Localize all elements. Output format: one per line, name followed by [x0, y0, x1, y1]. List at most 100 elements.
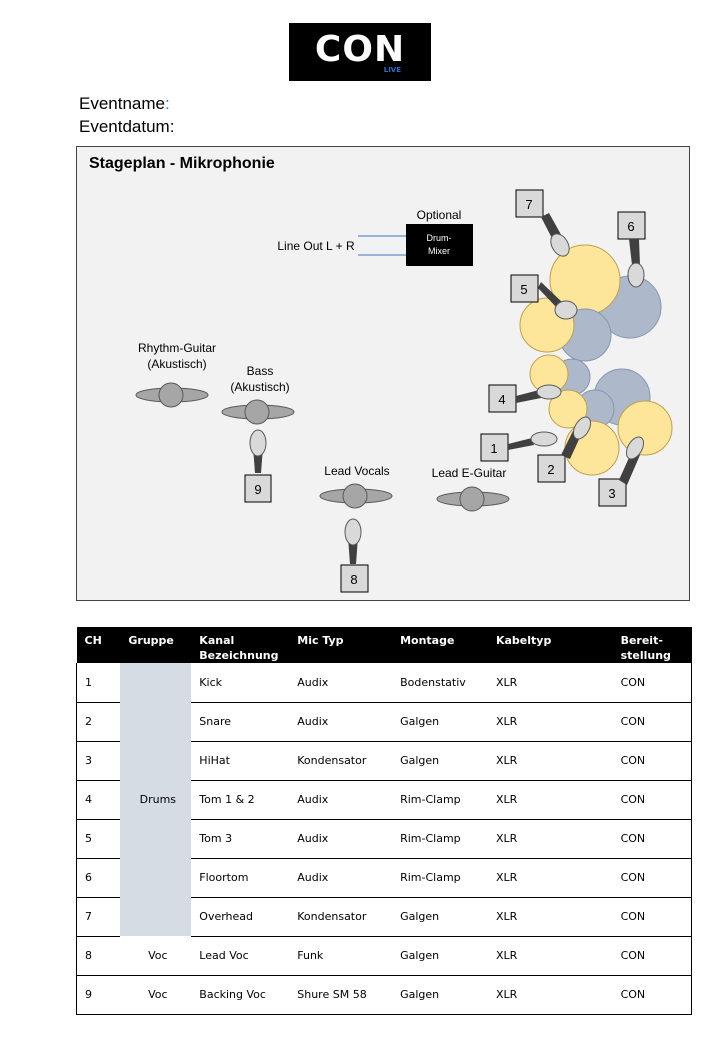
cell-kabel: XLR — [487, 780, 613, 820]
event-name-label: Eventname — [79, 94, 165, 113]
cell-kabel: XLR — [487, 819, 613, 859]
table-row: 1 Drums Kick Audix Bodenstativ XLR CON — [76, 663, 692, 936]
cell-bereit: CON — [612, 897, 692, 937]
rhythm-guitar-label-1: Rhythm-Guitar — [138, 341, 216, 355]
mic-3-tag — [598, 478, 627, 507]
cell-montage: Rim-Clamp — [392, 858, 488, 898]
cell-mic: Funk — [289, 936, 393, 976]
table-row: 6 Floortom Audix Rim-Clamp XLR CON — [76, 858, 692, 898]
cell-montage: Rim-Clamp — [392, 819, 488, 859]
lead-vocals-label: Lead Vocals — [324, 464, 389, 478]
event-date-label: Eventdatum: — [79, 117, 175, 136]
cell-ch: 2 — [76, 702, 121, 742]
table-row: 5 Tom 3 Audix Rim-Clamp XLR CON — [76, 819, 692, 859]
cell-ch: 9 — [76, 975, 121, 1015]
mic-6-stand — [629, 239, 640, 265]
cell-kanal: Backing Voc — [191, 975, 290, 1015]
mic-8-number: 8 — [350, 572, 357, 587]
table-row: 4 Tom 1 & 2 Audix Rim-Clamp XLR CON — [76, 780, 692, 820]
mic-1-stand — [508, 438, 534, 450]
stage-plan: Stageplan - Mikrophonie Optional Drum- M… — [76, 146, 690, 601]
cell-bereit: CON — [612, 858, 692, 898]
cell-group-drums: Drums — [120, 663, 192, 936]
cell-montage: Galgen — [392, 897, 488, 937]
cell-kanal: Lead Voc — [191, 936, 290, 976]
cell-kanal: Floortom — [191, 858, 290, 898]
cell-bereit: CON — [612, 780, 692, 820]
con-live-logo: CON LIVE — [289, 23, 431, 81]
mic-1-tag — [480, 433, 509, 462]
cell-mic: Audix — [289, 780, 393, 820]
drum-mixer-label-2: Mixer — [428, 246, 450, 256]
cell-kabel: XLR — [487, 702, 613, 742]
logo-text: CON — [314, 29, 406, 70]
rhythm-guitar-label-2: (Akustisch) — [147, 357, 206, 371]
cell-montage: Galgen — [392, 936, 488, 976]
mic-8-tag — [340, 564, 369, 593]
cell-kabel: XLR — [487, 936, 613, 976]
cell-bereit: CON — [612, 936, 692, 976]
mic-5-number: 5 — [520, 282, 527, 297]
cell-kabel: XLR — [487, 897, 613, 937]
lead-e-guitar-label: Lead E-Guitar — [432, 466, 507, 480]
cell-group: Voc — [120, 975, 192, 1015]
cell-kanal: Overhead — [191, 897, 290, 937]
cell-ch: 8 — [76, 936, 121, 976]
lead-e-guitar-position — [459, 486, 485, 512]
bass-label-2: (Akustisch) — [230, 380, 289, 394]
table-row: 9 Voc Backing Voc Shure SM 58 Galgen XLR… — [76, 975, 692, 1015]
stage-title: Stageplan - Mikrophonie — [89, 155, 275, 172]
drum-china-cymbal — [548, 389, 588, 429]
event-name-colon: : — [165, 94, 170, 113]
mic-1-icon — [530, 431, 558, 447]
optional-label: Optional — [417, 208, 462, 222]
mic-3-stand — [619, 451, 640, 485]
mic-5-stand — [538, 282, 563, 309]
cell-mic: Shure SM 58 — [289, 975, 393, 1015]
lead-vocals-position — [342, 483, 368, 509]
cell-ch: 5 — [76, 819, 121, 859]
cell-montage: Galgen — [392, 741, 488, 781]
logo-subtext: LIVE — [383, 66, 401, 74]
header-bereitstellung: Bereit-stellung — [612, 627, 692, 663]
cell-montage: Bodenstativ — [392, 663, 488, 703]
mic-9-tag — [244, 474, 272, 503]
cell-ch: 1 — [76, 663, 121, 703]
cell-group: Voc — [120, 936, 192, 976]
cell-kanal: Tom 1 & 2 — [191, 780, 290, 820]
header-montage: Montage — [392, 627, 488, 663]
mic-6-tag — [617, 211, 646, 240]
bass-position — [244, 399, 270, 425]
mic-1-number: 1 — [490, 441, 497, 456]
cell-ch: 7 — [76, 897, 121, 937]
cell-bereit: CON — [612, 975, 692, 1015]
cell-kanal: Kick — [191, 663, 290, 703]
mic-6-icon — [627, 262, 645, 288]
mic-2-tag — [537, 454, 566, 483]
table-row: 7 Overhead Kondensator Galgen XLR CON — [76, 897, 692, 937]
mic-3-number: 3 — [608, 486, 615, 501]
cell-bereit: CON — [612, 663, 692, 703]
mic-9-icon — [249, 429, 267, 457]
cell-bereit: CON — [612, 702, 692, 742]
cell-kabel: XLR — [487, 663, 613, 703]
mic-9-number: 9 — [254, 482, 261, 497]
cell-kabel: XLR — [487, 741, 613, 781]
cell-kanal: Snare — [191, 702, 290, 742]
cell-montage: Rim-Clamp — [392, 780, 488, 820]
cell-ch: 4 — [76, 780, 121, 820]
cell-kanal: Tom 3 — [191, 819, 290, 859]
cell-kabel: XLR — [487, 858, 613, 898]
header-ch: CH — [76, 627, 121, 663]
mic-6-number: 6 — [627, 219, 634, 234]
mic-7-icon — [550, 233, 570, 257]
mic-4-icon — [536, 384, 562, 400]
header-gruppe: Gruppe — [120, 627, 192, 663]
cell-bereit: CON — [612, 819, 692, 859]
mic-2-number: 2 — [547, 462, 554, 477]
cell-montage: Galgen — [392, 702, 488, 742]
stage-plan-drawing: Stageplan - Mikrophonie Optional Drum- M… — [89, 155, 673, 593]
